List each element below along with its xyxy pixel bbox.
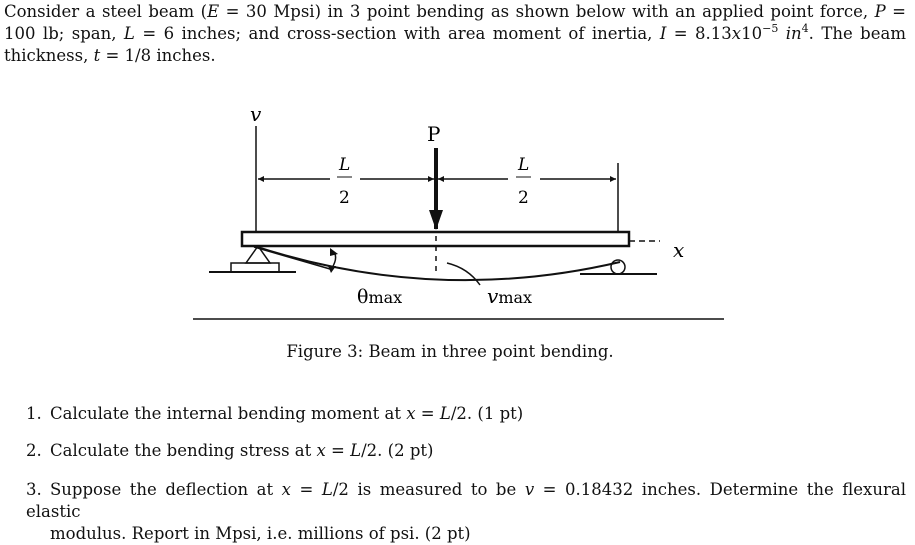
theta-max-label: θmax — [357, 286, 402, 308]
exponent: 4 — [801, 22, 809, 35]
var-x: x — [316, 441, 326, 460]
text: = 6 inches; and cross-section with area … — [134, 24, 660, 43]
vmax-sub: max — [498, 288, 532, 307]
var-t: t — [93, 46, 101, 65]
force-label: P — [427, 122, 440, 146]
question-number: 2. — [26, 441, 42, 460]
figure-caption: Figure 3: Beam in three point bending. — [286, 342, 614, 361]
text: = — [325, 441, 351, 460]
var-x: x — [406, 404, 416, 423]
question-3-line-2: modulus. Report in Mpsi, i.e. millions o… — [50, 524, 471, 543]
text: = — [415, 404, 440, 423]
text: 10 — [741, 24, 763, 43]
theta-arrow-bottom — [328, 266, 336, 273]
force-arrow-head — [429, 210, 443, 230]
var-P: P — [874, 2, 886, 21]
text: Suppose the deflection at — [50, 480, 282, 499]
var-I: I — [659, 24, 667, 43]
fraction-num-left: L — [338, 155, 350, 175]
text: /2. (2 pt) — [361, 441, 434, 460]
text: = 1/8 inches. — [100, 46, 216, 65]
tangent-line — [253, 246, 331, 270]
var-v: v — [524, 480, 535, 499]
beam-diagram: v P L 2 L 2 x θmax vmax — [193, 102, 724, 320]
var-L: L — [123, 24, 135, 43]
vmax-label: vmax — [487, 284, 532, 308]
question-1: 1. Calculate the internal bending moment … — [26, 403, 523, 425]
var-L: L — [439, 404, 451, 423]
text: = 0.18432 inches. Determine the flexural… — [26, 480, 906, 521]
fraction-den-right: 2 — [518, 188, 529, 208]
pin-support-base — [230, 262, 280, 273]
exponent: −5 — [762, 22, 779, 35]
var-x: x — [731, 24, 742, 43]
var-E: E — [207, 2, 220, 21]
question-2: 2. Calculate the bending stress at x = L/… — [26, 440, 433, 462]
text: Consider a steel beam ( — [4, 2, 208, 21]
question-number: 1. — [26, 404, 42, 423]
fraction-num-right: L — [517, 155, 529, 175]
text: = 30 Mpsi) in 3 point bending as shown b… — [219, 2, 875, 21]
theta-arrow-top — [330, 248, 338, 256]
x-axis-label: x — [673, 238, 684, 262]
theta-sub: max — [368, 288, 402, 307]
text: = 8.13 — [666, 24, 732, 43]
vmax-symbol: v — [487, 284, 499, 308]
var-L: L — [321, 480, 333, 499]
text: /2. (1 pt) — [450, 404, 524, 423]
var-x: x — [281, 480, 291, 499]
deflected-curve — [253, 245, 621, 282]
text: Calculate the bending stress at — [50, 441, 317, 460]
text: /2 is measured to be — [332, 480, 525, 499]
text: = — [290, 480, 322, 499]
var-L: L — [350, 441, 362, 460]
question-3: 3. Suppose the deflection at x = L/2 is m… — [26, 479, 906, 545]
fraction-den-left: 2 — [339, 188, 350, 208]
question-number: 3. — [26, 480, 42, 499]
v-axis-label: v — [250, 102, 262, 126]
text: = 100 lb; span, — [4, 2, 906, 43]
text: Calculate the internal bending moment at — [50, 404, 407, 423]
text: . The beam thickness, — [4, 24, 906, 65]
vmax-leader — [446, 262, 481, 286]
unit-in: in — [778, 24, 802, 43]
theta-symbol: θ — [357, 286, 368, 308]
problem-statement: Consider a steel beam (E = 30 Mpsi) in 3… — [4, 1, 906, 67]
question-3-line-1: 3. Suppose the deflection at x = L/2 is m… — [26, 479, 906, 523]
